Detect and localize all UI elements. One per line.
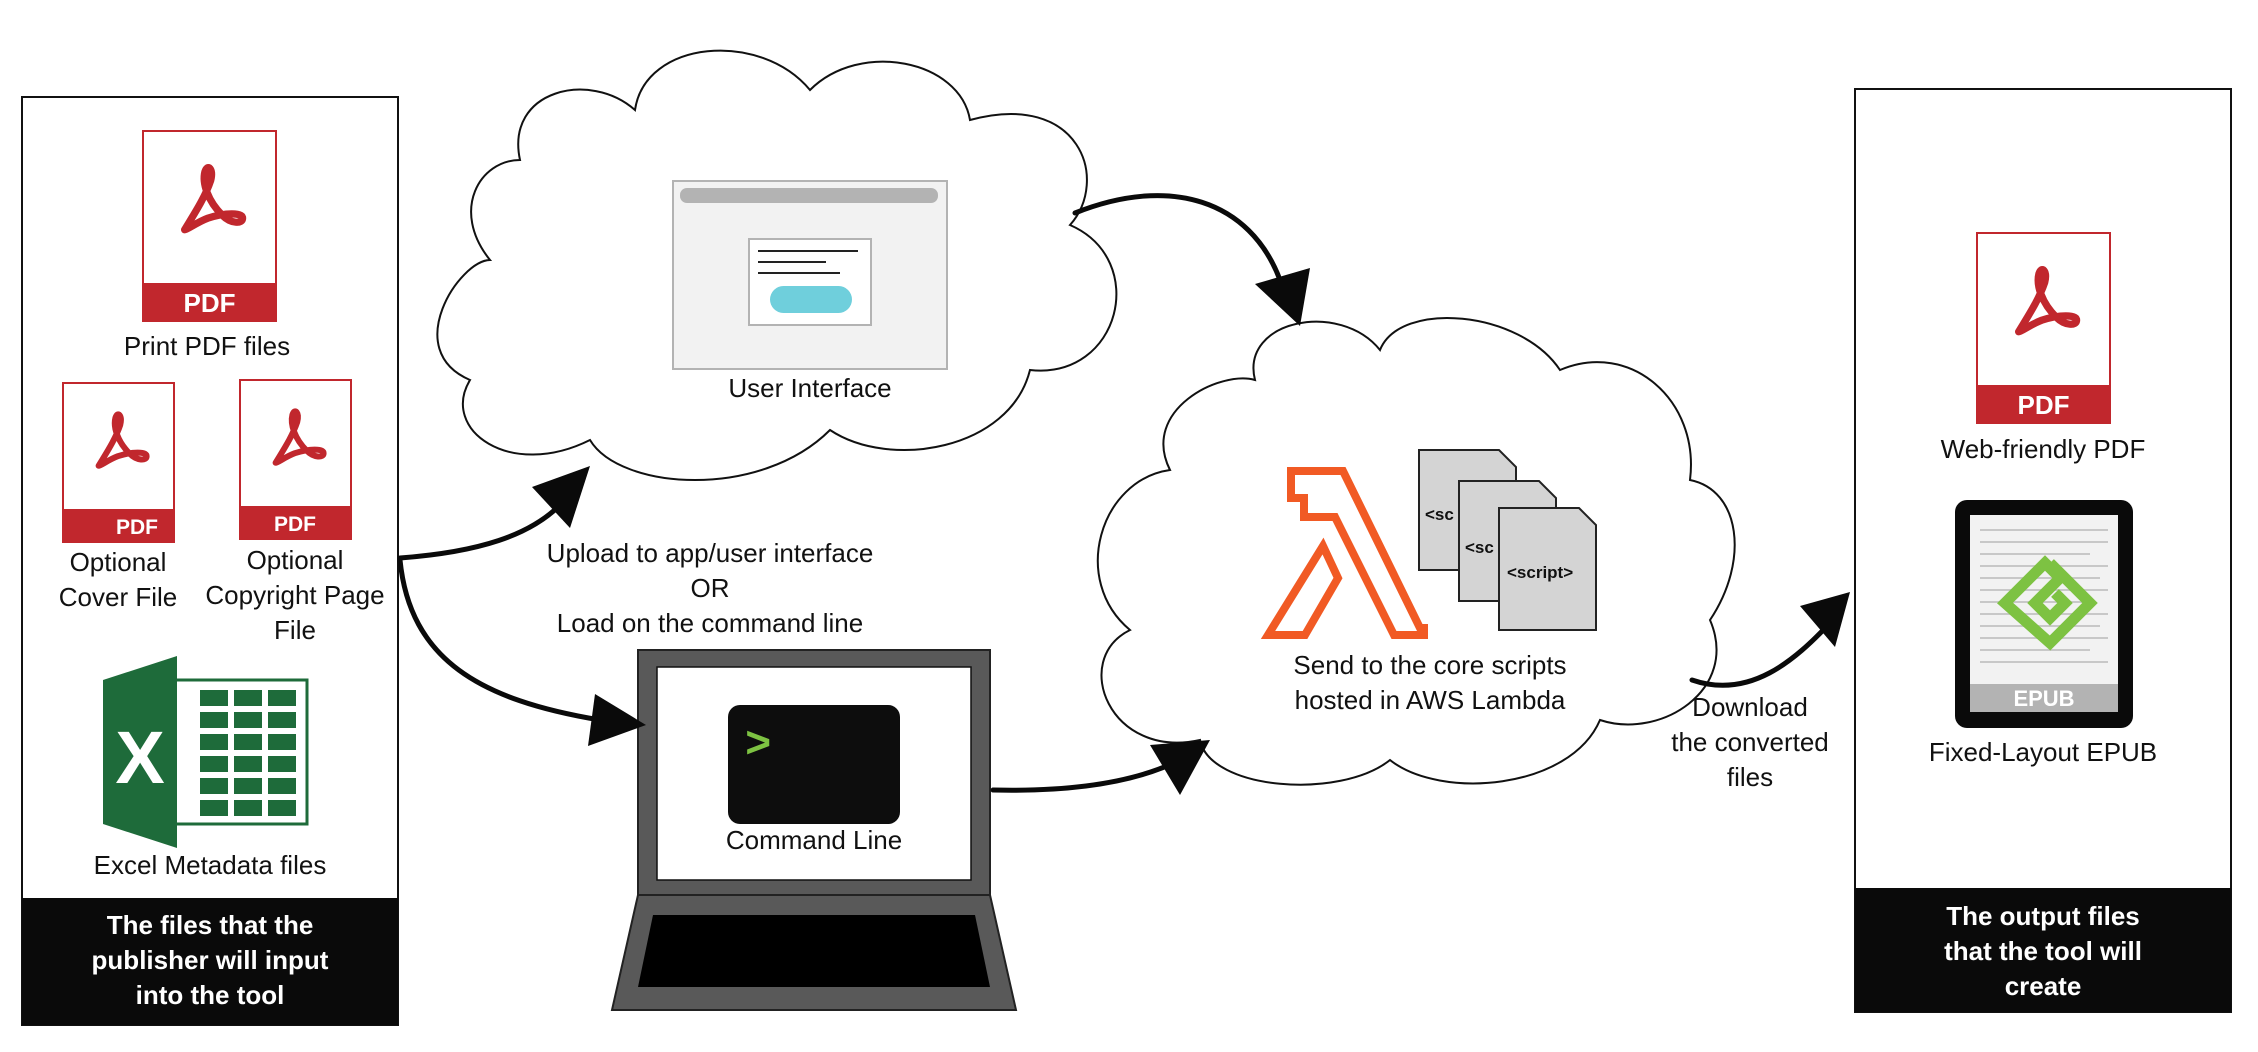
ui-button-shape [770,286,852,313]
cli-label: Command Line [725,825,903,855]
arrowhead-output [1800,592,1850,647]
output-panel-footer [1855,888,2231,1012]
arrow-input-to-ui [397,502,563,561]
svg-text:PDF: PDF [2018,390,2070,420]
epub-label: Fixed-Layout EPUB [1928,737,2158,767]
svg-text:<script>: <script> [1507,563,1573,582]
upload-or-load-label: Upload to app/user interface OR Load on … [546,538,874,638]
arrowhead-lambda-bottom [1150,740,1210,795]
copyright-file-label: Optional Copyright Page File [205,545,385,645]
laptop-icon: > [610,649,1018,1011]
output-panel-footer-text: The output files that the tool will crea… [1944,901,2142,1001]
print-pdf-icon: PDF [142,130,277,322]
lambda-label: Send to the core scripts hosted in AWS L… [1293,650,1567,715]
cover-file-label: Optional Cover File [58,547,178,612]
cover-pdf-icon: PDF [62,382,175,543]
arrow-cli-to-lambda [990,757,1183,793]
terminal-window [728,705,900,824]
epub-tablet-icon: EPUB [1955,500,2133,728]
excel-icon: X [103,656,309,848]
lambda-icon [1260,467,1428,639]
ui-label: User Interface [728,373,892,403]
arrow-input-to-cli [397,557,603,723]
epub-logo [1996,555,2098,651]
arrow-ui-to-lambda [1072,193,1283,283]
script-file-icon: <script> [1498,507,1597,631]
svg-text:PDF: PDF [116,516,158,539]
download-label: Download the converted files [1671,692,1829,792]
web-pdf-label: Web-friendly PDF [1940,434,2146,464]
arrowhead-ui [532,466,590,528]
svg-text:PDF: PDF [184,288,236,318]
copyright-pdf-icon: PDF [239,379,352,540]
browser-window-icon [672,180,948,370]
svg-text:<sc: <sc [1425,505,1454,524]
aws-lambda-cloud: <sc <sc <script> [1096,316,1736,786]
arrowhead-cli [588,694,646,746]
print-pdf-label: Print PDF files [123,331,291,361]
arrowhead-lambda-top [1255,268,1310,326]
svg-text:<sc: <sc [1465,538,1494,557]
arrow-lambda-to-output [1689,620,1833,688]
svg-text:EPUB: EPUB [2013,686,2074,711]
input-panel-footer-text: The files that the publisher will input … [91,910,329,1010]
terminal-prompt: > [745,721,771,771]
excel-label: Excel Metadata files [93,850,327,880]
user-interface-cloud [436,49,1118,481]
input-panel-footer [22,898,398,1025]
svg-text:X: X [115,716,164,799]
svg-text:PDF: PDF [274,513,316,536]
arrowheads [532,268,1850,795]
web-pdf-icon: PDF [1976,232,2111,424]
